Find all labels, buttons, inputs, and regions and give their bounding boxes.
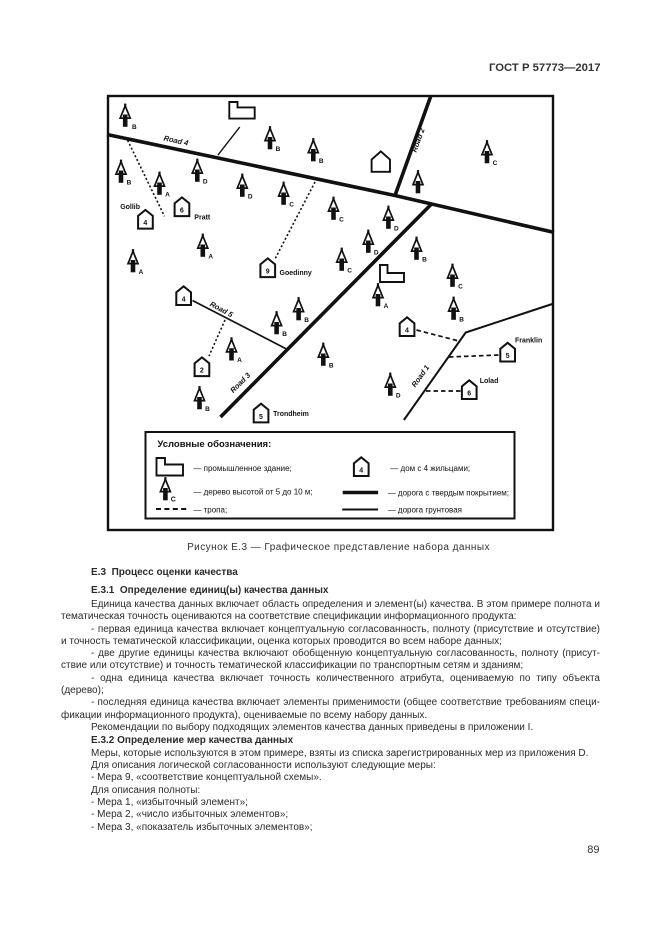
svg-text:Gollib: Gollib xyxy=(120,204,140,211)
svg-text:2: 2 xyxy=(200,368,204,375)
svg-text:— дорога грунтовая: — дорога грунтовая xyxy=(388,506,462,515)
svg-text:B: B xyxy=(282,331,287,338)
svg-text:B: B xyxy=(422,257,427,264)
svg-text:D: D xyxy=(374,250,379,257)
svg-text:5: 5 xyxy=(259,414,263,421)
svg-text:B: B xyxy=(127,180,132,187)
svg-text:Условные обозначения:: Условные обозначения: xyxy=(157,439,271,450)
svg-text:Pratt: Pratt xyxy=(194,214,211,221)
svg-text:C: C xyxy=(347,268,352,275)
svg-text:— дорога с твердым покрытием;: — дорога с твердым покрытием; xyxy=(388,489,509,498)
svg-text:6: 6 xyxy=(467,390,471,397)
svg-text:Lolad: Lolad xyxy=(480,378,499,385)
svg-text:C: C xyxy=(171,497,176,504)
svg-text:B: B xyxy=(276,146,281,153)
svg-text:4: 4 xyxy=(405,327,409,334)
svg-text:4: 4 xyxy=(182,296,186,303)
svg-text:— дом с 4 жильцами;: — дом с 4 жильцами; xyxy=(390,464,470,473)
svg-text:C: C xyxy=(458,284,463,291)
svg-text:C: C xyxy=(289,202,294,209)
svg-text:Franklin: Franklin xyxy=(515,337,542,344)
svg-text:4: 4 xyxy=(359,467,363,474)
svg-text:Road 5: Road 5 xyxy=(208,299,235,319)
svg-text:Goedinny: Goedinny xyxy=(280,270,312,277)
svg-text:B: B xyxy=(304,317,309,324)
svg-text:5: 5 xyxy=(506,353,510,360)
svg-text:B: B xyxy=(329,363,334,370)
svg-text:B: B xyxy=(132,124,137,131)
svg-text:A: A xyxy=(208,254,213,261)
svg-text:A: A xyxy=(165,192,170,199)
svg-text:D: D xyxy=(394,226,399,233)
svg-text:D: D xyxy=(248,194,253,201)
svg-text:— тропа;: — тропа; xyxy=(193,506,227,515)
svg-text:B: B xyxy=(319,158,324,165)
svg-text:A: A xyxy=(384,303,389,310)
svg-text:— дерево высотой от 5 до 10 м;: — дерево высотой от 5 до 10 м; xyxy=(193,488,312,497)
svg-text:Road 2: Road 2 xyxy=(410,126,427,153)
svg-text:— промышленное здание;: — промышленное здание; xyxy=(193,464,291,473)
svg-text:A: A xyxy=(139,269,144,276)
svg-text:B: B xyxy=(459,317,464,324)
svg-text:C: C xyxy=(493,160,498,167)
svg-text:4: 4 xyxy=(143,220,147,227)
svg-text:D: D xyxy=(396,393,401,400)
svg-text:D: D xyxy=(203,179,208,186)
svg-text:Road 3: Road 3 xyxy=(228,370,253,395)
svg-text:B: B xyxy=(205,406,210,413)
svg-text:A: A xyxy=(237,357,242,364)
svg-text:C: C xyxy=(339,217,344,224)
svg-text:6: 6 xyxy=(180,208,184,215)
svg-text:9: 9 xyxy=(266,269,270,276)
svg-text:Trondheim: Trondheim xyxy=(273,411,309,418)
